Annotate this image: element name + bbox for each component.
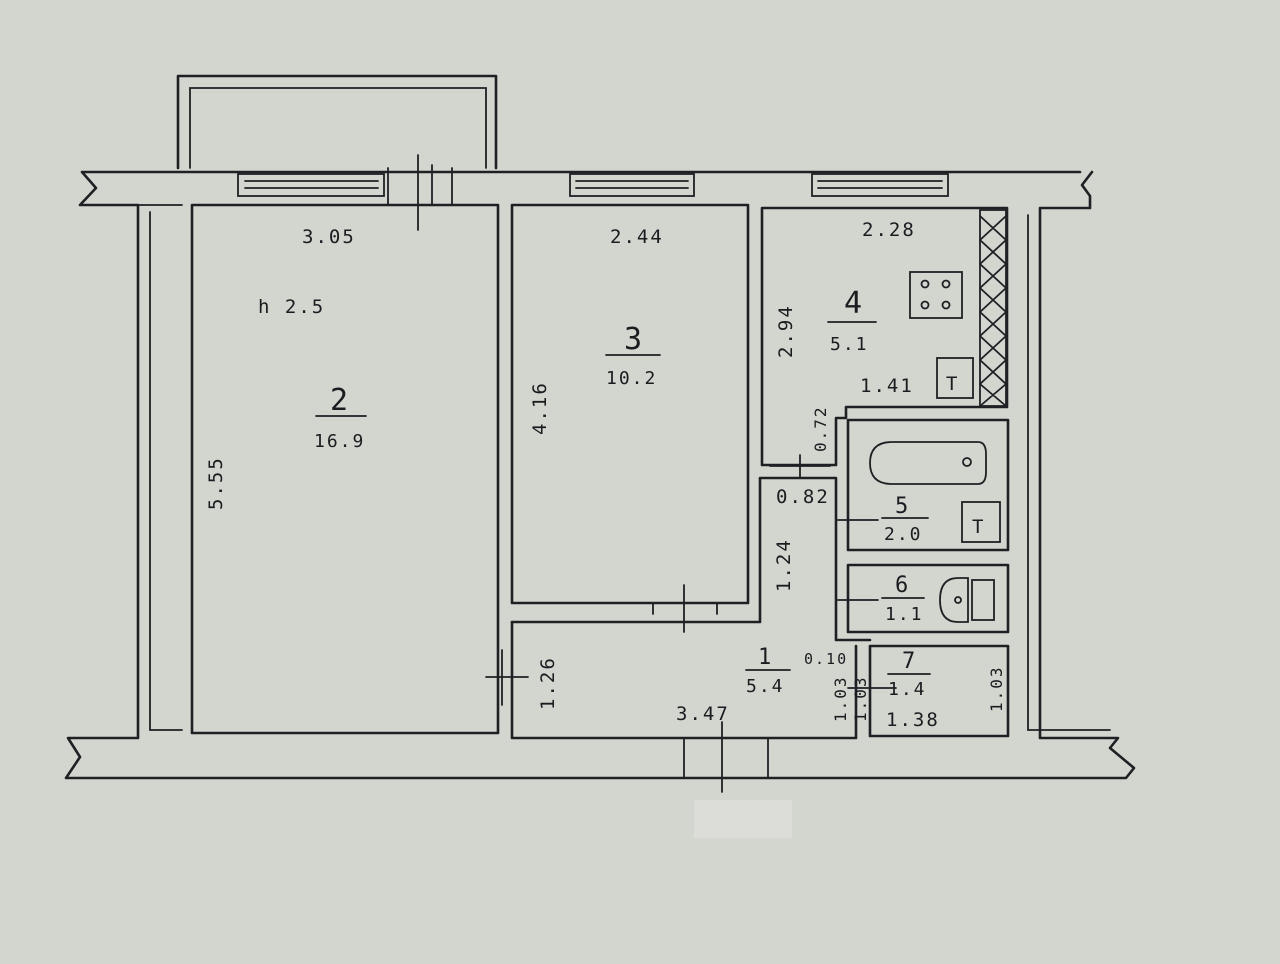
room-3-area: 10.2 <box>606 368 657 389</box>
toilet-icon <box>939 577 995 623</box>
room-7-right-length-dim: 1.03 <box>987 665 1006 712</box>
room-3-width-dim: 2.44 <box>610 226 664 248</box>
room-7-width-dim: 1.38 <box>886 709 940 731</box>
room-4-notch-width-dim: 1.41 <box>860 375 914 397</box>
room-2-outline <box>190 203 500 735</box>
room-2-number: 2 <box>330 383 348 418</box>
stove-icon <box>909 271 963 319</box>
room-4-notch-length-dim: 0.72 <box>811 405 830 452</box>
room-2-width-dim: 3.05 <box>302 226 356 248</box>
dimension-labels: 3.05 2.44 2.28 1.41 0.82 3.47 0.10 1.38 … <box>205 219 1006 731</box>
room-1-number: 1 <box>758 645 773 670</box>
room-4-number: 4 <box>844 286 862 321</box>
room-3-number: 3 <box>624 322 642 357</box>
room-1-outline <box>510 476 872 740</box>
ventilation-duct <box>979 209 1007 407</box>
balcony <box>176 74 498 170</box>
hall-upper-width-dim: 0.82 <box>776 486 830 508</box>
room-3-outline <box>510 203 750 605</box>
water-heater-icon <box>936 357 974 399</box>
room-5-outline <box>846 418 1010 552</box>
hall-upper-length-dim: 1.24 <box>773 538 795 592</box>
room-7-area: 1.4 <box>888 679 927 700</box>
room-7-outline <box>868 644 1010 738</box>
ceiling-height-label: h 2.5 <box>258 296 325 318</box>
redacted-area <box>694 800 792 838</box>
exterior-walls <box>64 170 1136 780</box>
windows <box>237 173 949 197</box>
hall-width-dim: 3.47 <box>676 703 730 725</box>
room-1-area: 5.4 <box>746 676 785 697</box>
room-3-length-dim: 4.16 <box>529 381 551 435</box>
bathtub-icon <box>869 441 987 485</box>
balcony-door <box>387 154 453 231</box>
room-6-number: 6 <box>895 573 910 598</box>
room-5-number: 5 <box>895 494 910 519</box>
room-4-width-dim: 2.28 <box>862 219 916 241</box>
room-4-outline <box>760 206 1009 467</box>
room-5-water-heater-icon <box>961 501 1001 543</box>
water-heater-label: T <box>946 373 959 395</box>
room-5-area: 2.0 <box>884 524 923 545</box>
room-6-area: 1.1 <box>885 604 924 625</box>
hall-step-dim: 0.10 <box>804 650 848 668</box>
hall-left-length-dim: 1.26 <box>537 656 559 710</box>
room-7-left-length-dim: 1.03 <box>851 675 870 722</box>
door-markers <box>485 454 897 793</box>
room-labels: 2 16.9 3 10.2 4 5.1 5 2.0 6 1.1 1 5.4 7 … <box>314 286 931 700</box>
room-4-area: 5.1 <box>830 334 869 355</box>
room-2-length-dim: 5.55 <box>205 456 227 510</box>
room-7-number: 7 <box>902 649 917 674</box>
room-4-length-dim: 2.94 <box>775 304 797 358</box>
room-5-water-heater-label: T <box>972 516 985 538</box>
room-2-area: 16.9 <box>314 431 365 452</box>
hall-right-length-dim: 1.03 <box>831 675 850 722</box>
room-6-outline <box>846 563 1010 634</box>
